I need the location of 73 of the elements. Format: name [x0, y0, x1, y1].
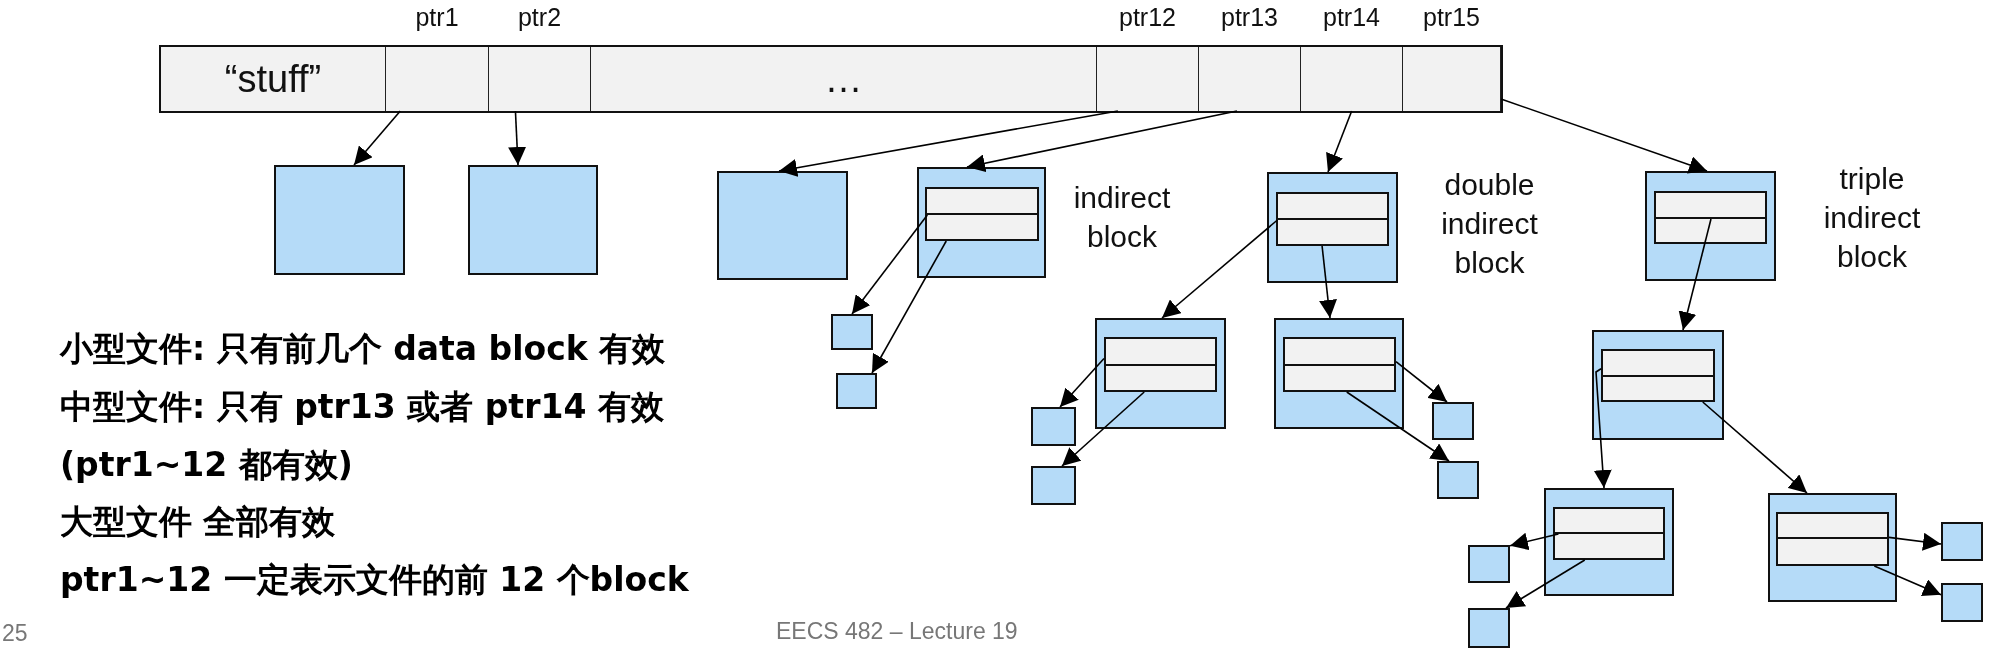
pointer-slot	[1654, 217, 1767, 244]
pointer-slot	[1276, 192, 1389, 220]
data-block	[1468, 545, 1510, 583]
pointer-slot	[1104, 337, 1217, 366]
arrow	[508, 110, 527, 166]
data-block	[1941, 522, 1983, 561]
pointer-slot	[925, 213, 1039, 241]
pointer-slot	[1776, 512, 1889, 539]
data-block	[1031, 466, 1076, 505]
arrow	[1161, 219, 1279, 319]
data-block	[1468, 608, 1510, 648]
arrow	[1509, 532, 1560, 551]
pointer-slot	[1601, 349, 1715, 377]
note-text: 小型文件: 只有前几个 data block 有效	[60, 328, 666, 370]
pointer-label: ptr14	[1323, 3, 1380, 32]
block-caption: double indirect block	[1440, 167, 1539, 281]
arrow	[1505, 559, 1586, 609]
arrow	[1888, 532, 1942, 551]
block-caption: indirect block	[1072, 180, 1172, 255]
indirect-block	[1274, 318, 1404, 429]
arrow	[966, 110, 1238, 173]
pointer-slot	[925, 187, 1039, 215]
block-caption: triple indirect block	[1822, 161, 1922, 275]
pointer-slot	[1654, 191, 1767, 219]
arrow	[1873, 565, 1942, 596]
arrow	[851, 214, 929, 315]
arrow	[1701, 401, 1808, 494]
pointer-slot	[1283, 337, 1396, 366]
arrow	[1593, 368, 1612, 489]
data-block	[717, 171, 848, 280]
pointer-label: ptr1	[415, 3, 459, 32]
arrow	[1059, 357, 1105, 408]
data-block	[836, 373, 877, 409]
note-text: 中型文件: 只有 ptr13 或者 ptr14 有效	[60, 386, 664, 428]
cell-text: …	[823, 57, 864, 101]
arrow	[1395, 360, 1448, 403]
pointer-label: ptr12	[1119, 3, 1176, 32]
data-block	[1941, 583, 1983, 622]
pointer-slot	[1276, 218, 1389, 246]
data-block	[274, 165, 405, 275]
arrow	[871, 240, 948, 374]
note-text: 大型文件 全部有效	[60, 501, 336, 543]
footer-text: EECS 482 – Lecture 19	[776, 618, 1018, 645]
indirect-block	[1544, 488, 1674, 596]
note-text: ptr1~12 一定表示文件的前 12 个block	[60, 559, 689, 601]
note-text: (ptr1~12 都有效)	[60, 444, 353, 486]
pointer-label: ptr15	[1423, 3, 1480, 32]
pointer-label: ptr13	[1221, 3, 1278, 32]
cell-text: “stuff”	[223, 57, 323, 101]
pointer-slot	[1601, 375, 1715, 402]
page-number: 25	[2, 620, 28, 647]
pointer-slot	[1283, 364, 1396, 392]
indirect-block	[1592, 330, 1724, 440]
arrow	[1345, 391, 1450, 462]
arrow	[1500, 98, 1708, 174]
indirect-block	[1095, 318, 1226, 429]
pointer-slot	[1104, 364, 1217, 392]
pointer-label: ptr2	[517, 3, 562, 32]
arrow	[353, 110, 402, 166]
indirect-block	[1768, 493, 1897, 602]
arrow	[1061, 391, 1145, 467]
data-block	[468, 165, 598, 275]
data-block	[831, 314, 873, 350]
data-block	[1031, 407, 1076, 446]
arrow	[1678, 218, 1712, 331]
arrow	[1326, 110, 1353, 173]
arrow	[778, 110, 1119, 177]
pointer-slot	[1776, 537, 1889, 566]
data-block	[1432, 402, 1474, 440]
data-block	[1437, 461, 1479, 499]
arrow	[1319, 245, 1337, 319]
pointer-slot	[1553, 507, 1665, 534]
pointer-slot	[1553, 532, 1665, 560]
